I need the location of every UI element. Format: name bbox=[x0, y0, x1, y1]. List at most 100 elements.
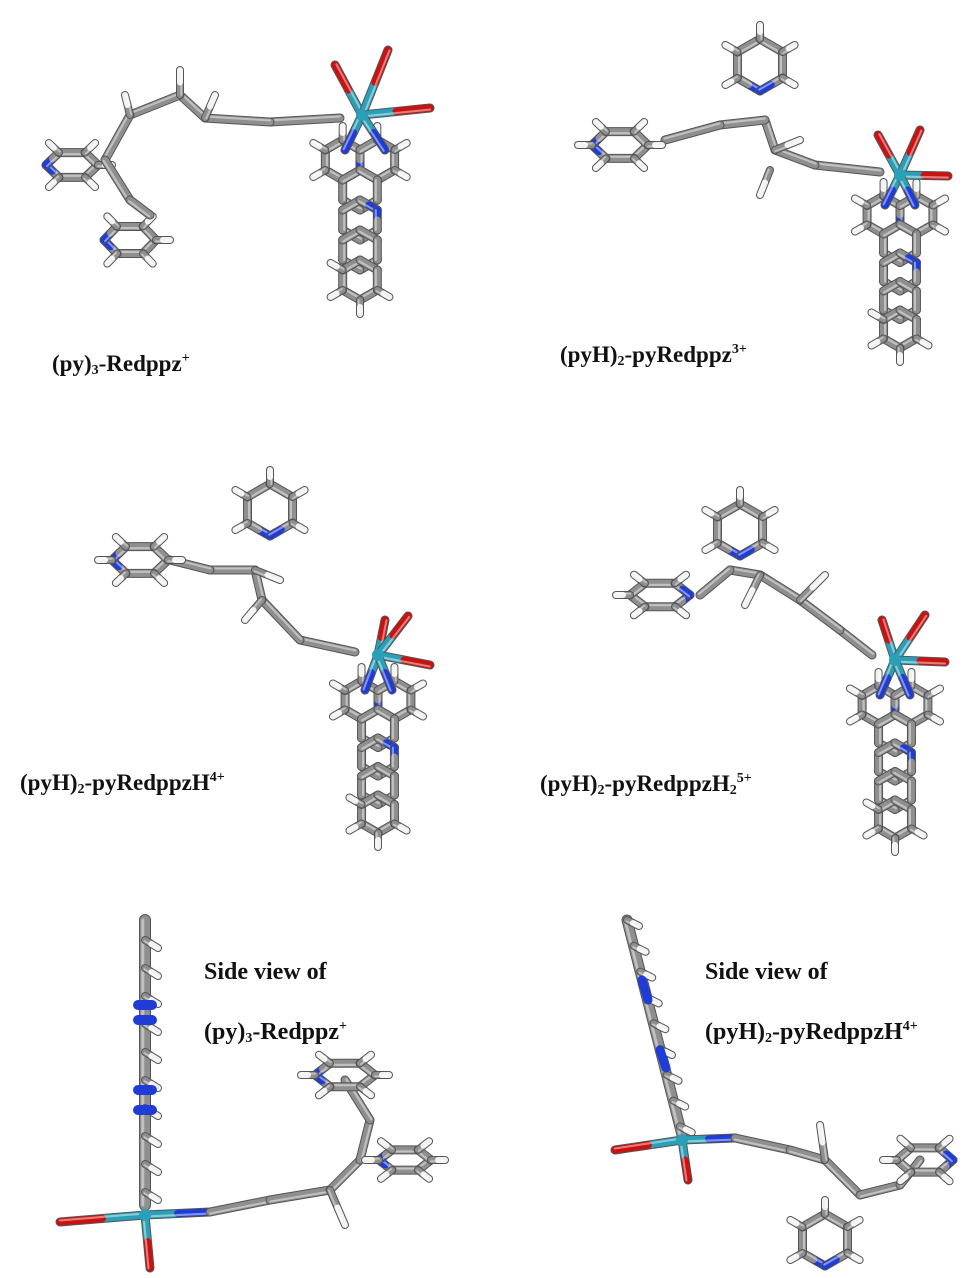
bond-highlight bbox=[128, 200, 151, 218]
bond-highlight bbox=[342, 113, 362, 151]
bond-highlight bbox=[107, 214, 119, 227]
bond bbox=[112, 534, 124, 545]
bond-highlight bbox=[299, 637, 357, 652]
bond-highlight bbox=[729, 567, 762, 575]
bond-highlight bbox=[733, 1138, 791, 1153]
bond bbox=[656, 1023, 669, 1033]
bond-highlight bbox=[782, 45, 797, 55]
bond-highlight bbox=[823, 1250, 848, 1266]
bond bbox=[310, 170, 323, 180]
bond bbox=[87, 179, 99, 191]
bond bbox=[381, 669, 396, 694]
bond bbox=[731, 1134, 766, 1148]
bond-highlight bbox=[665, 1075, 679, 1083]
bond bbox=[45, 179, 57, 191]
bond bbox=[757, 179, 768, 198]
bond-highlight bbox=[802, 1214, 827, 1230]
bond-highlight bbox=[392, 823, 407, 833]
bond bbox=[362, 1051, 375, 1063]
bond bbox=[315, 1087, 328, 1099]
bond bbox=[851, 195, 865, 205]
bond bbox=[242, 607, 257, 623]
bond bbox=[114, 111, 134, 141]
bond-highlight bbox=[839, 627, 874, 655]
molecule-py3-redppz bbox=[41, 45, 435, 318]
bond bbox=[630, 571, 643, 583]
bond bbox=[56, 1215, 106, 1226]
bond bbox=[380, 290, 393, 300]
bond-highlight bbox=[878, 133, 903, 176]
bond bbox=[156, 534, 168, 545]
bond bbox=[935, 195, 949, 205]
bond bbox=[122, 92, 131, 108]
bond-highlight bbox=[632, 158, 645, 170]
bond-highlight bbox=[362, 49, 391, 117]
bond bbox=[341, 129, 357, 154]
bond-highlight bbox=[788, 1150, 826, 1163]
bond-highlight bbox=[931, 224, 946, 234]
bond-highlight bbox=[268, 520, 293, 536]
bond bbox=[592, 119, 604, 130]
bond-highlight bbox=[409, 709, 424, 719]
bond bbox=[785, 42, 798, 52]
bond bbox=[413, 680, 427, 690]
bond bbox=[669, 1074, 682, 1084]
bond bbox=[643, 971, 656, 981]
bond bbox=[397, 140, 410, 150]
bond bbox=[850, 1217, 863, 1227]
bond bbox=[897, 1173, 909, 1185]
bond-highlight bbox=[717, 504, 742, 520]
bond bbox=[232, 487, 245, 497]
bond bbox=[327, 1187, 341, 1211]
bond-highlight bbox=[866, 800, 881, 810]
molecule-side-view-pyh2-pyredppzh bbox=[610, 914, 958, 1271]
bond-highlight bbox=[697, 567, 731, 595]
bond bbox=[354, 1096, 374, 1124]
bond bbox=[201, 114, 241, 124]
bond-highlight bbox=[723, 75, 738, 85]
bond-highlight bbox=[909, 828, 924, 838]
bond bbox=[592, 160, 604, 171]
bond-highlight bbox=[822, 1160, 860, 1198]
bond bbox=[677, 571, 690, 583]
bond-highlight bbox=[247, 484, 272, 500]
bond-highlight bbox=[143, 1136, 159, 1147]
bond bbox=[413, 710, 427, 720]
bond bbox=[722, 42, 735, 52]
label-side-view-title-1: Side view of bbox=[204, 959, 327, 985]
bond-highlight bbox=[144, 1212, 212, 1218]
bond-highlight bbox=[762, 510, 777, 520]
bond bbox=[144, 1238, 154, 1272]
bond bbox=[941, 1135, 953, 1147]
bond bbox=[112, 575, 124, 586]
bond bbox=[851, 225, 865, 235]
label-side-view-py3-redppz: (py)3-Redppz+ bbox=[204, 1019, 347, 1046]
bond-highlight bbox=[154, 537, 166, 549]
bond-highlight bbox=[633, 572, 647, 584]
bond bbox=[397, 170, 410, 180]
bond-highlight bbox=[85, 143, 97, 155]
bond bbox=[174, 1208, 214, 1217]
bond bbox=[809, 572, 828, 591]
bond-highlight bbox=[379, 1168, 393, 1179]
bond-highlight bbox=[900, 129, 923, 177]
label-pyh2-pyredppzh-4plus: (pyH)2-pyRedppzH4+ bbox=[20, 770, 225, 797]
bond-highlight bbox=[914, 338, 929, 348]
bond-highlight bbox=[143, 940, 159, 951]
bond bbox=[87, 139, 99, 151]
bond-highlight bbox=[800, 575, 827, 602]
bond bbox=[677, 607, 690, 619]
bond-highlight bbox=[758, 75, 783, 91]
bond bbox=[266, 1191, 304, 1204]
bond bbox=[881, 186, 896, 209]
bond bbox=[148, 1053, 161, 1063]
bond-highlight bbox=[269, 1190, 332, 1203]
bond-highlight bbox=[311, 167, 326, 177]
bond-highlight bbox=[359, 114, 385, 152]
bond-highlight bbox=[823, 1214, 848, 1230]
bond-highlight bbox=[820, 1123, 828, 1161]
nitrogen-segment bbox=[637, 975, 653, 1005]
bond-highlight bbox=[853, 222, 868, 232]
bond bbox=[919, 339, 932, 349]
